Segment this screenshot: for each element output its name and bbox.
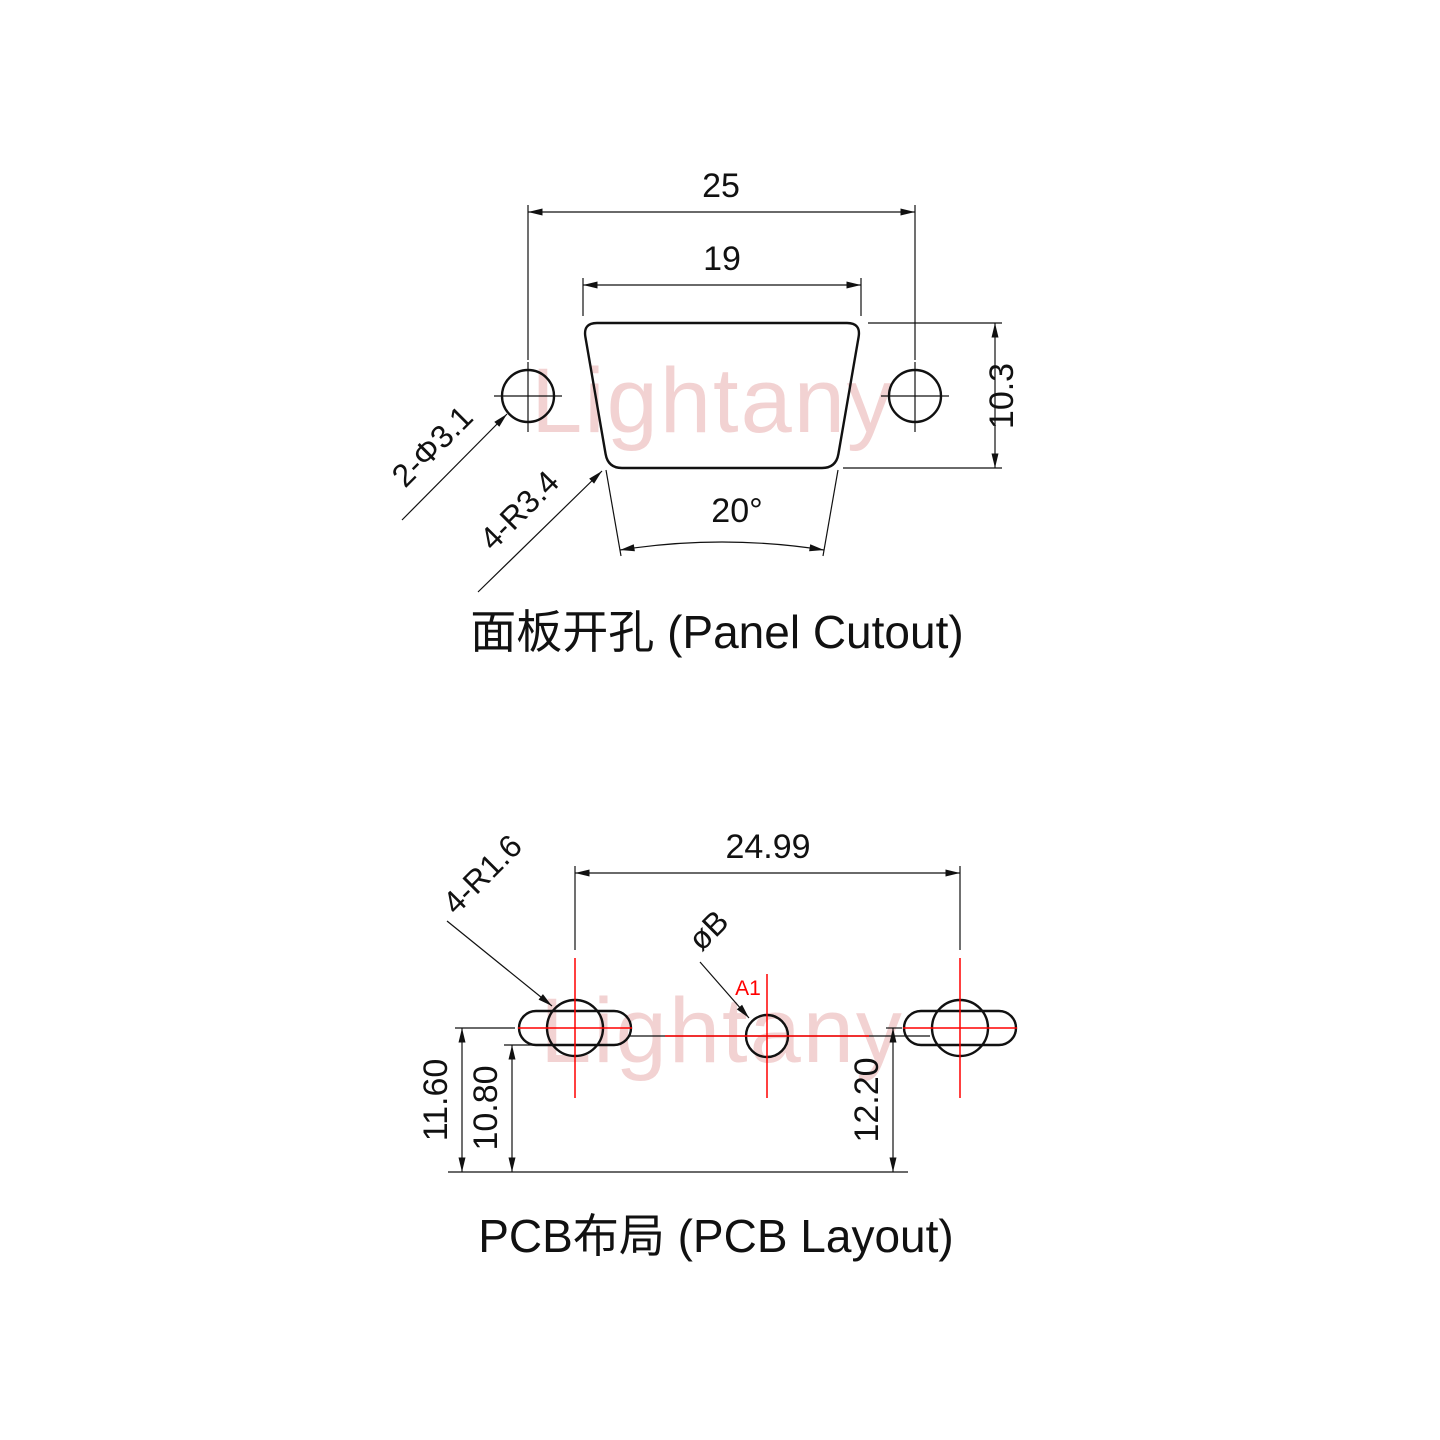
panel-cutout-title: 面板开孔 (Panel Cutout) [470, 606, 963, 658]
panel-cutout-drawing: Lightany 25 19 [385, 167, 1021, 658]
dimension-text-25: 25 [702, 167, 740, 205]
callout-text-pin-diameter: øB [681, 903, 735, 957]
dimension-text-10-80: 10.80 [467, 1065, 505, 1150]
pcb-pad-right [902, 958, 1018, 1098]
dimension-hole-spacing: 24.99 [574, 828, 961, 950]
dimension-left-outer: 11.60 [417, 1027, 515, 1172]
dimension-text-20deg: 20° [711, 492, 762, 530]
panel-hole-left [494, 362, 562, 432]
dimension-left-inner: 10.80 [467, 1044, 532, 1172]
dimension-draft-angle: 20° [605, 469, 839, 557]
angle-extension-right [822, 469, 839, 557]
connector-cutout-outline [583, 321, 861, 470]
pin-label-a1: A1 [735, 977, 761, 1000]
dimension-text-12-20: 12.20 [848, 1057, 886, 1142]
dimension-text-24-99: 24.99 [725, 828, 810, 866]
angle-extension-left [605, 469, 622, 557]
dimension-inner-width: 19 [582, 240, 862, 316]
dimension-cutout-height: 10.3 [843, 322, 1021, 469]
watermark-bottom: Lightany [540, 980, 904, 1082]
dimension-outer-width: 25 [527, 167, 916, 360]
angle-arc [619, 541, 825, 552]
dimension-text-10-3: 10.3 [983, 363, 1021, 429]
dimension-text-19: 19 [703, 240, 741, 278]
callout-corner-radius: 4-R3.4 [473, 464, 603, 593]
pcb-layout-drawing: Lightany 24.99 4-R1.6 øB A1 [417, 828, 1018, 1262]
callout-text-radius: 4-R3.4 [473, 464, 566, 557]
dimension-right: 12.20 [848, 1027, 902, 1172]
slot-outline [517, 1009, 633, 1047]
leader-line [446, 920, 553, 1007]
leader-line [477, 470, 603, 593]
pcb-pad-left [517, 958, 633, 1098]
panel-hole-right [881, 362, 949, 432]
slot-outline [902, 1009, 1018, 1047]
callout-text-slot-radius: 4-R1.6 [436, 828, 529, 921]
pcb-pad-a1 [665, 974, 869, 1098]
pcb-layout-title: PCB布局 (PCB Layout) [478, 1210, 953, 1262]
leader-line [699, 961, 750, 1019]
dimension-text-11-60: 11.60 [417, 1059, 455, 1142]
callout-mounting-holes: 2-Φ3.1 [385, 399, 508, 521]
callout-slot-radius: 4-R1.6 [436, 828, 553, 1007]
callout-text-holes: 2-Φ3.1 [385, 399, 480, 494]
leader-line [401, 413, 508, 521]
